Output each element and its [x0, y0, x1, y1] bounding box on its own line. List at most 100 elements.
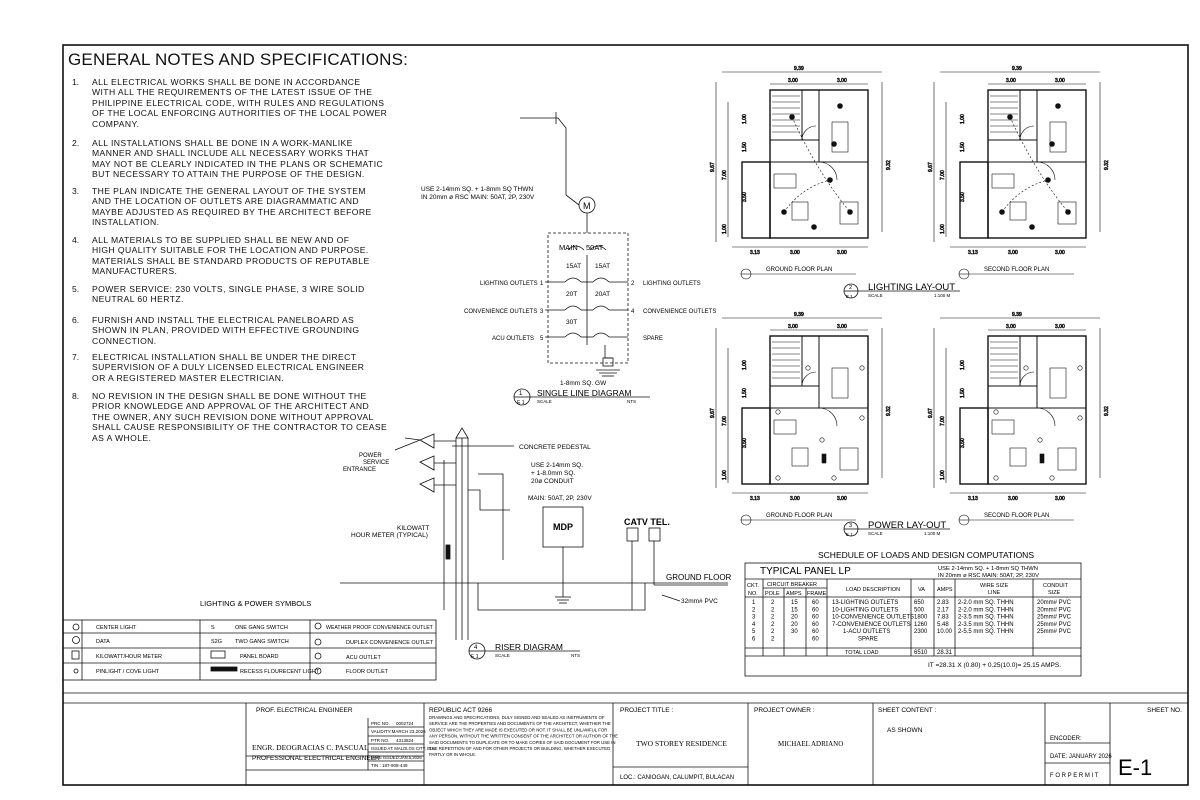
power-scale: SCALE	[868, 531, 883, 536]
breaker-5-rating: 30T	[566, 319, 577, 326]
dimension-label: 3.00	[1008, 250, 1018, 256]
lighting-scale-val: 1:100 M	[934, 293, 951, 298]
dimension-label: 1.50	[960, 142, 966, 152]
schedule-cell-va: 500	[914, 607, 925, 613]
issued-at: ISSUED AT: MALOLOS CITY, BUL	[371, 746, 436, 751]
hdr-wire: WIRE SIZE	[980, 583, 1008, 589]
owner-label: PROJECT OWNER :	[754, 707, 815, 714]
dimension-label: 1.00	[742, 360, 748, 370]
schedule-title: SCHEDULE OF LOADS AND DESIGN COMPUTATION…	[818, 550, 1034, 560]
hdr-amps: AMPS	[786, 591, 802, 597]
ckt-6-label: SPARE	[643, 336, 663, 342]
breaker-4-rating: 20AT	[595, 291, 610, 298]
dimension-label: 3.00	[1055, 250, 1065, 256]
schedule-cell-pole: 2	[771, 637, 775, 643]
dimension-label: 3.00	[788, 78, 798, 84]
note-1-number: 1.	[72, 77, 80, 87]
breaker-1-rating: 15AT	[566, 263, 581, 270]
schedule-cell-wire: 2-5.5 mm SQ. THHN	[958, 629, 1014, 635]
schedule-cell-ckt: 4	[752, 622, 756, 628]
dimension-label: 9.32	[886, 406, 892, 416]
convenience-outlet-icon	[1077, 365, 1083, 371]
panel-title: TYPICAL PANEL LP	[760, 566, 851, 577]
ckt-5-label: ACU OUTLETS	[492, 336, 534, 342]
sym-s: S	[211, 625, 215, 631]
center-light-icon	[831, 141, 837, 147]
dimension-label: 1.00	[722, 470, 728, 480]
sym-weatherproof: WEATHER PROOF CONVENIENCE OUTLET	[326, 625, 434, 631]
schedule-cell-amps-calc: 10.00	[937, 629, 953, 635]
project-title: TWO STOREY RESIDENCE	[636, 739, 727, 748]
ckt-1-num: 1	[540, 281, 544, 287]
prc-label: PRC NO.	[371, 721, 390, 726]
symbols-table	[62, 619, 437, 681]
sheet-date: DATE: JANUARY 2026	[1050, 754, 1112, 760]
single-line-diagram	[513, 112, 650, 406]
plan-2-title: SECOND FLOOR PLAN	[984, 267, 1049, 273]
convenience-outlet-icon	[1049, 475, 1055, 481]
engineer-name: ENGR. DEOGRACIAS C. PASCUAL	[252, 743, 369, 752]
dimension-label: 3.00	[790, 496, 800, 502]
dimension-label: 3.50	[742, 192, 748, 202]
schedule-cell-load: 10-LIGHTING OUTLETS	[832, 607, 898, 613]
note-4-number: 4.	[72, 235, 80, 245]
ra-text: DRAWINGS AND SPECIFICATIONS, DULY SIGNED…	[429, 715, 618, 757]
convenience-outlet-icon	[1037, 437, 1043, 443]
owner-name: MICHAEL ADRIANO	[778, 740, 843, 748]
ra-text-line: SERVICE ARE THE PROPERTIES AND DOCUMENTS…	[429, 721, 611, 726]
dimension-label: 3.00	[1055, 496, 1065, 502]
schedule-cell-frame: 60	[812, 629, 819, 635]
lighting-num: 2	[849, 285, 852, 291]
dimension-label: 3.13	[968, 496, 978, 502]
dimension-label: 3.13	[750, 496, 760, 502]
schedule-cell-va: 650	[914, 600, 925, 606]
sym-center-light: CENTER LIGHT	[96, 625, 137, 631]
sym-floor: FLOOR OUTLET	[346, 669, 389, 675]
ckt-4-label: CONVENIENCE OUTLETS	[643, 309, 716, 315]
schedule-cell-load: 13-LIGHTING OUTLETS	[832, 600, 898, 606]
dimension-label: 3.00	[788, 324, 798, 330]
ckt-2-label: LIGHTING OUTLETS	[643, 281, 701, 287]
schedule-cell-va: 1260	[914, 622, 928, 628]
sld-main-label: MAIN	[559, 243, 578, 252]
engineer-title: PROFESSIONAL ELECTRICAL ENGINEER	[252, 755, 380, 762]
dimension-label: 9.32	[1104, 406, 1110, 416]
sld-num: 1	[519, 391, 523, 397]
sld-main-rating: 50AT	[586, 243, 604, 252]
riser-conduit-1: USE 2-14mm SQ.	[531, 462, 583, 469]
sym-acu: ACU OUTLET	[346, 655, 381, 661]
convenience-outlet-icon	[993, 475, 999, 481]
dimension-label: 3.00	[837, 78, 847, 84]
schedule-cell-amps: 20	[791, 615, 798, 621]
dimension-label: 9.67	[710, 408, 716, 418]
hdr-ckt: CKT.	[747, 583, 759, 589]
sym-duplex: DUPLEX CONVENIENCE OUTLET	[346, 640, 434, 646]
plan-4-title: SECOND FLOOR PLAN	[984, 513, 1049, 519]
layout-title-marks	[843, 283, 960, 537]
schedule-cell-ckt: 1	[752, 600, 756, 606]
encoder-label: ENCODER:	[1050, 736, 1082, 742]
schedule-cell-amps: 20	[791, 622, 798, 628]
convenience-outlet-icon	[775, 475, 781, 481]
schedule-cell-load: SPARE	[858, 637, 878, 643]
center-light-icon	[837, 103, 843, 109]
notes-title: GENERAL NOTES AND SPECIFICATIONS:	[68, 50, 409, 69]
dimension-label: 3.50	[960, 192, 966, 202]
center-light-icon	[811, 224, 817, 230]
dimension-label: 1.00	[940, 224, 946, 234]
panel-board-icon	[821, 453, 827, 464]
convenience-outlet-icon	[1023, 365, 1029, 371]
dimension-label: 1.00	[742, 114, 748, 124]
dimension-label: 3.13	[750, 250, 760, 256]
dimension-label: 9.39	[1012, 312, 1022, 318]
plan-1-title: GROUND FLOOR PLAN	[766, 267, 832, 273]
dimension-label: 1.00	[960, 360, 966, 370]
sheet-border	[62, 44, 1189, 786]
total-label: TOTAL LOAD	[845, 650, 879, 656]
dimension-label: 9.32	[1104, 160, 1110, 170]
convenience-outlet-icon	[859, 365, 865, 371]
schedule-cell-pole: 2	[771, 629, 775, 635]
